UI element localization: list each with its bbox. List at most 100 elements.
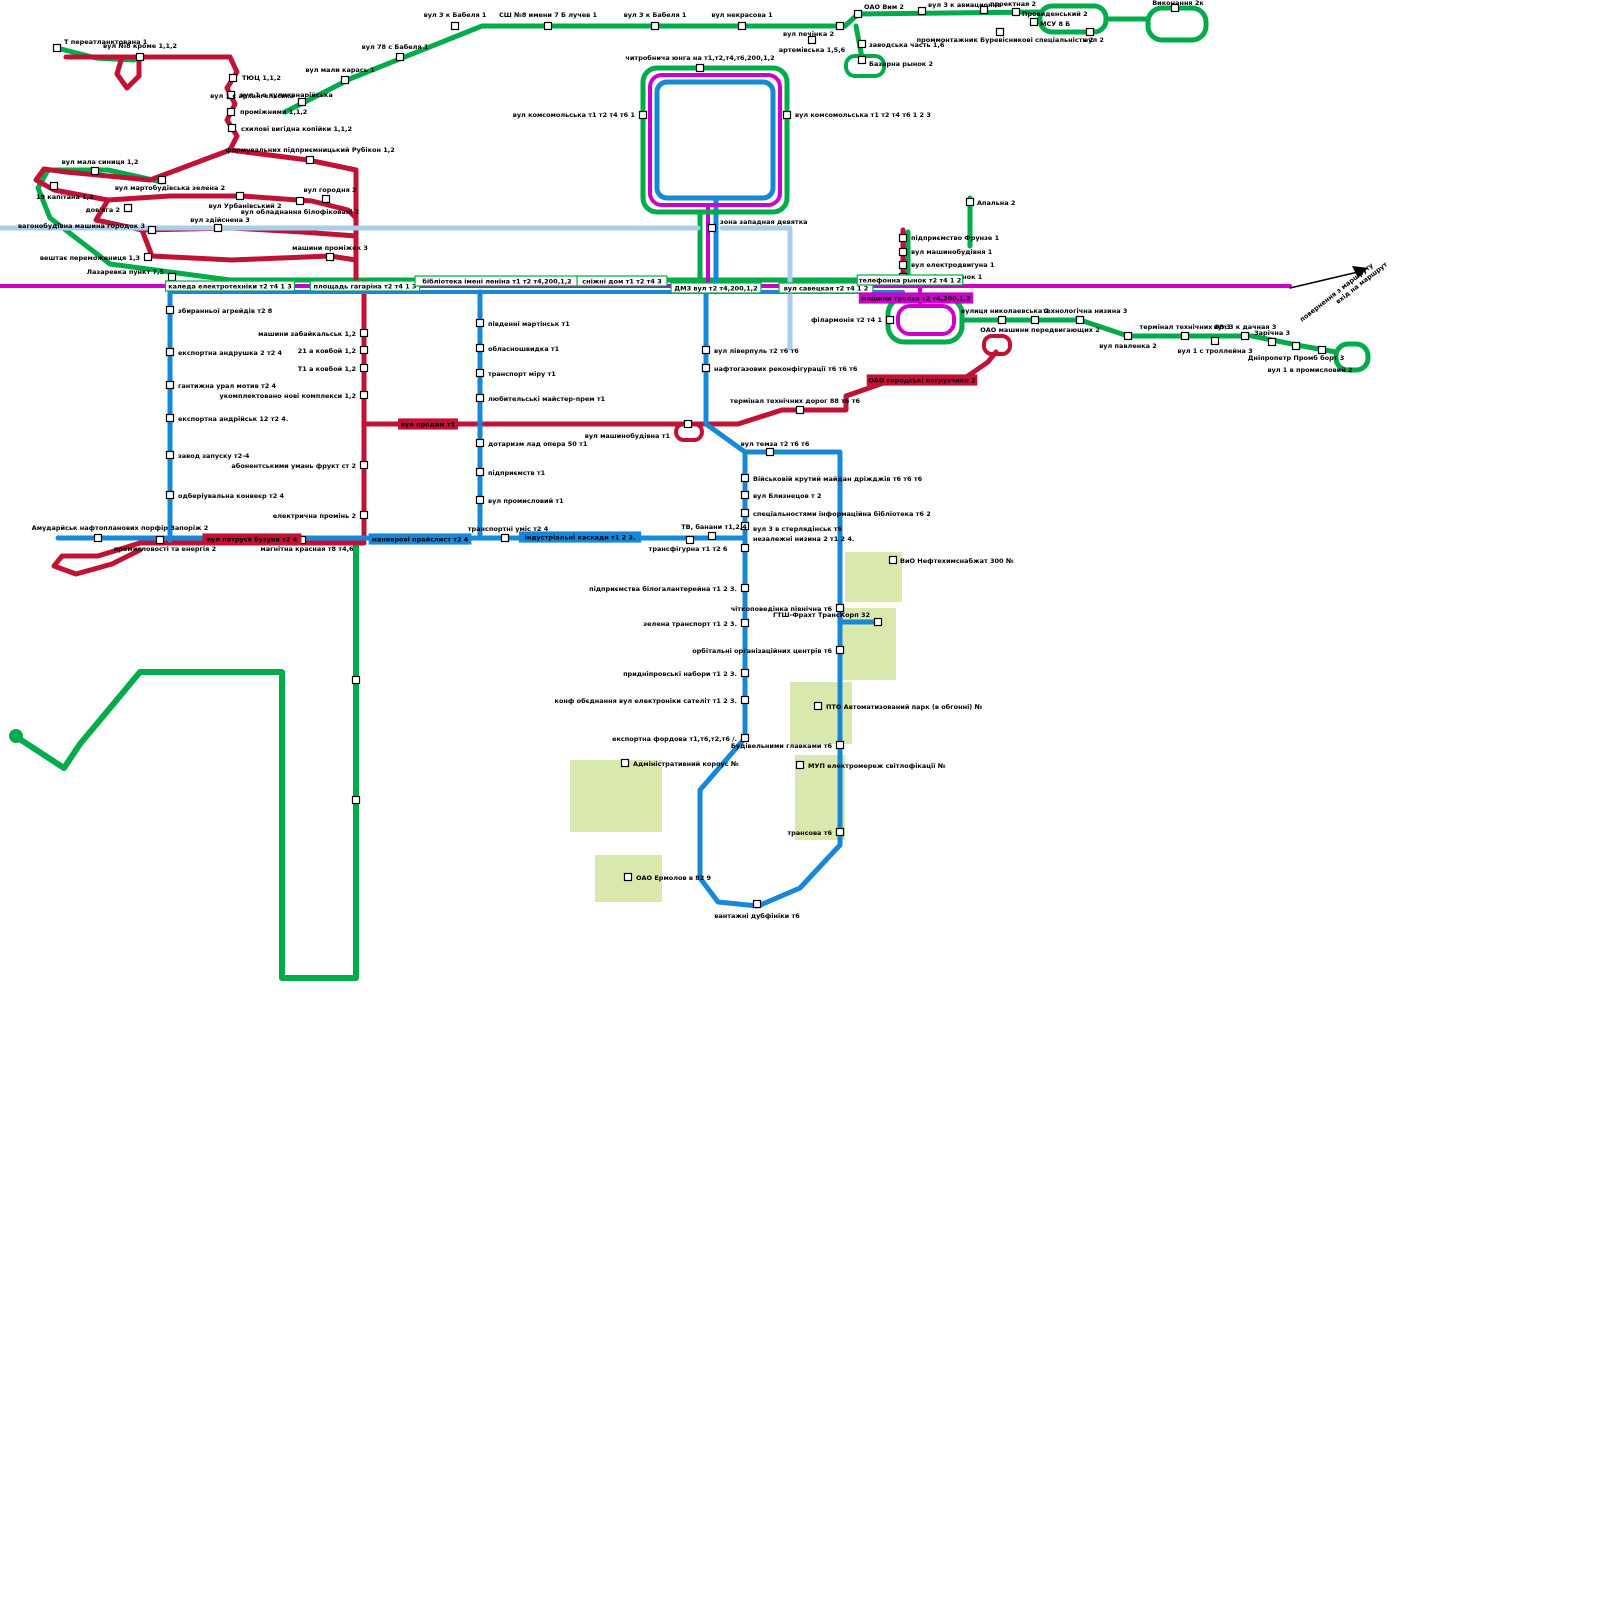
- station-marker[interactable]: [1240, 331, 1250, 341]
- station-marker[interactable]: [707, 531, 717, 541]
- station-marker[interactable]: [305, 155, 315, 165]
- station-marker[interactable]: [165, 413, 175, 423]
- station-marker[interactable]: [395, 52, 405, 62]
- station-marker[interactable]: [650, 21, 660, 31]
- station-marker[interactable]: [813, 701, 823, 711]
- route-stop-box[interactable]: [866, 374, 978, 386]
- station-marker[interactable]: [325, 252, 335, 262]
- station-marker[interactable]: [297, 97, 307, 107]
- station-marker[interactable]: [226, 90, 236, 100]
- station-marker[interactable]: [49, 181, 59, 191]
- route-stop-box[interactable]: [778, 282, 874, 294]
- station-marker[interactable]: [701, 345, 711, 355]
- station-marker[interactable]: [1180, 331, 1190, 341]
- station-marker[interactable]: [235, 191, 245, 201]
- station-marker[interactable]: [620, 758, 630, 768]
- station-marker[interactable]: [147, 225, 157, 235]
- station-marker[interactable]: [835, 827, 845, 837]
- station-marker[interactable]: [359, 363, 369, 373]
- station-marker[interactable]: [359, 345, 369, 355]
- station-marker[interactable]: [359, 328, 369, 338]
- station-marker[interactable]: [835, 740, 845, 750]
- station-marker[interactable]: [543, 21, 553, 31]
- station-marker[interactable]: [997, 315, 1007, 325]
- station-marker[interactable]: [1291, 341, 1301, 351]
- station-marker[interactable]: [135, 52, 145, 62]
- route-stop-box[interactable]: [368, 533, 472, 545]
- route-stop-box[interactable]: [164, 280, 296, 292]
- station-marker[interactable]: [340, 75, 350, 85]
- station-marker[interactable]: [475, 495, 485, 505]
- station-marker[interactable]: [227, 123, 237, 133]
- station-marker[interactable]: [123, 203, 133, 213]
- station-marker[interactable]: [740, 543, 750, 553]
- station-marker[interactable]: [1170, 3, 1180, 13]
- station-marker[interactable]: [740, 490, 750, 500]
- station-marker[interactable]: [351, 675, 361, 685]
- station-marker[interactable]: [226, 107, 236, 117]
- station-marker[interactable]: [475, 368, 485, 378]
- station-marker[interactable]: [1075, 315, 1085, 325]
- station-marker[interactable]: [685, 535, 695, 545]
- station-marker[interactable]: [740, 695, 750, 705]
- station-marker[interactable]: [740, 508, 750, 518]
- station-marker[interactable]: [157, 175, 167, 185]
- station-marker[interactable]: [979, 5, 989, 15]
- station-marker[interactable]: [1011, 7, 1021, 17]
- station-marker[interactable]: [740, 668, 750, 678]
- station-marker[interactable]: [740, 583, 750, 593]
- route-stop-box[interactable]: [576, 275, 668, 287]
- route-stop-box[interactable]: [670, 282, 762, 294]
- station-marker[interactable]: [475, 343, 485, 353]
- station-marker[interactable]: [782, 110, 792, 120]
- station-marker[interactable]: [873, 617, 883, 627]
- station-marker[interactable]: [475, 467, 485, 477]
- station-marker[interactable]: [475, 393, 485, 403]
- station-marker[interactable]: [475, 438, 485, 448]
- route-stop-box[interactable]: [398, 418, 458, 430]
- station-marker[interactable]: [165, 305, 175, 315]
- station-marker[interactable]: [683, 419, 693, 429]
- station-marker[interactable]: [213, 223, 223, 233]
- route-stop-box[interactable]: [856, 274, 964, 286]
- station-marker[interactable]: [475, 318, 485, 328]
- station-marker[interactable]: [351, 795, 361, 805]
- station-marker[interactable]: [752, 899, 762, 909]
- station-marker[interactable]: [737, 21, 747, 31]
- station-marker[interactable]: [321, 194, 331, 204]
- station-marker[interactable]: [888, 555, 898, 565]
- station-marker[interactable]: [165, 490, 175, 500]
- station-marker[interactable]: [295, 196, 305, 206]
- station-marker[interactable]: [898, 260, 908, 270]
- station-marker[interactable]: [623, 872, 633, 882]
- station-marker[interactable]: [885, 315, 895, 325]
- station-marker[interactable]: [1267, 337, 1277, 347]
- station-marker[interactable]: [167, 272, 177, 282]
- station-marker[interactable]: [1029, 17, 1039, 27]
- station-marker[interactable]: [165, 450, 175, 460]
- route-stop-box[interactable]: [202, 533, 302, 545]
- station-marker[interactable]: [52, 43, 62, 53]
- station-marker[interactable]: [795, 760, 805, 770]
- station-marker[interactable]: [995, 27, 1005, 37]
- station-marker[interactable]: [857, 55, 867, 65]
- station-marker[interactable]: [795, 405, 805, 415]
- station-marker[interactable]: [165, 347, 175, 357]
- station-marker[interactable]: [359, 460, 369, 470]
- route-stop-box[interactable]: [518, 531, 642, 543]
- route-stop-box[interactable]: [858, 292, 974, 304]
- station-marker[interactable]: [1085, 27, 1095, 37]
- station-marker[interactable]: [740, 618, 750, 628]
- station-marker[interactable]: [359, 510, 369, 520]
- station-marker[interactable]: [1317, 345, 1327, 355]
- station-marker[interactable]: [90, 166, 100, 176]
- station-marker[interactable]: [155, 535, 165, 545]
- station-marker[interactable]: [807, 35, 817, 45]
- station-marker[interactable]: [898, 247, 908, 257]
- station-marker[interactable]: [1210, 336, 1220, 346]
- station-marker[interactable]: [898, 233, 908, 243]
- station-marker[interactable]: [695, 63, 705, 73]
- station-marker[interactable]: [835, 21, 845, 31]
- station-marker[interactable]: [740, 521, 750, 531]
- station-marker[interactable]: [965, 197, 975, 207]
